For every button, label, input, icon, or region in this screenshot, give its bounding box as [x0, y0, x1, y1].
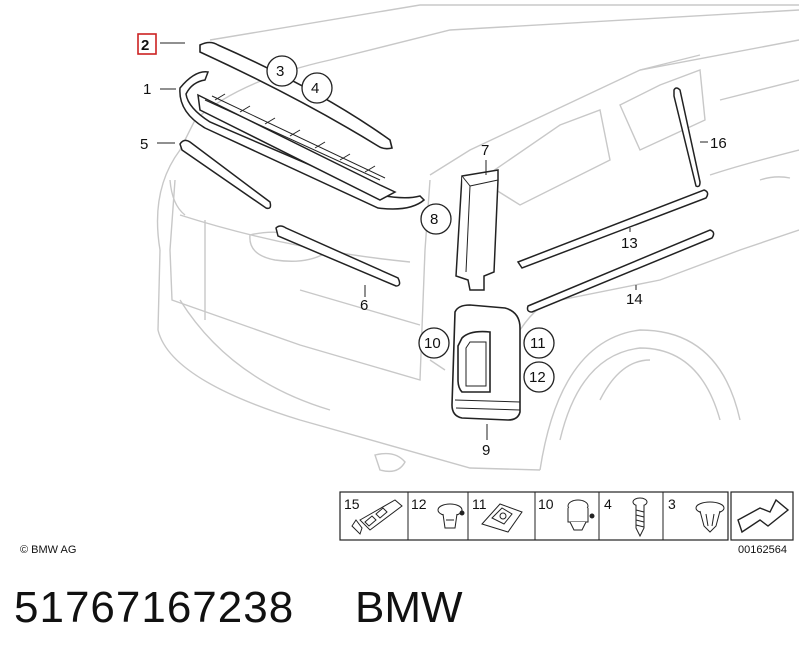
- part-5-trim-strip: [179, 139, 272, 210]
- expanding-nut-icon: [437, 503, 465, 529]
- reference-arrow-icon: [737, 498, 790, 534]
- parts-diagram: 2 1 5 6 7 9 13 14 16 3 4 8 10 11 12 15 1…: [20, 4, 799, 556]
- expanding-clip-icon: [567, 499, 595, 531]
- part-16-side-trim: [673, 87, 701, 188]
- legend-11: 11: [472, 496, 487, 512]
- callout-1: 1: [143, 81, 151, 98]
- part-9-tail-light: [451, 304, 521, 421]
- diagram-code: 00162564: [738, 544, 787, 556]
- copyright-label: © BMW AG: [20, 544, 76, 556]
- callout-5: 5: [140, 136, 148, 153]
- leader-lines: [157, 42, 708, 440]
- callout-2: 2: [141, 37, 149, 54]
- clip-nut-icon: [481, 503, 523, 533]
- callout-14: 14: [626, 291, 643, 308]
- fastener-legend: 15 12 11 10 4 3: [339, 491, 794, 541]
- callout-12: 12: [529, 369, 546, 386]
- circled-callouts: [266, 55, 555, 393]
- part-1-rear-spoiler: [179, 71, 426, 210]
- callout-8: 8: [430, 211, 438, 228]
- callout-7: 7: [481, 142, 489, 159]
- screw-icon: [632, 497, 648, 538]
- legend-4: 4: [604, 496, 612, 512]
- part-number: 51767167238: [14, 583, 295, 632]
- callout-9: 9: [482, 442, 490, 459]
- part-7-pillar-panel: [455, 169, 499, 291]
- callout-13: 13: [621, 235, 638, 252]
- callout-10: 10: [424, 335, 441, 352]
- car-body-outline: [156, 4, 799, 473]
- part-13-side-trim: [516, 189, 709, 269]
- callout-4: 4: [311, 80, 319, 97]
- part-2-seal-strip: [199, 41, 393, 150]
- push-clip-icon: [695, 501, 725, 533]
- legend-12: 12: [411, 496, 427, 512]
- part-14-side-trim: [526, 229, 715, 313]
- callout-3: 3: [276, 63, 284, 80]
- clip-bracket-icon: [351, 499, 403, 535]
- legend-10: 10: [538, 496, 554, 512]
- legend-15: 15: [344, 496, 360, 512]
- callout-11: 11: [530, 335, 546, 352]
- callout-16: 16: [710, 135, 727, 152]
- legend-3: 3: [668, 496, 676, 512]
- callout-2-highlight-box: [137, 33, 157, 55]
- part-6-tailgate-trim: [275, 225, 401, 287]
- brand-name: BMW: [355, 583, 463, 632]
- callout-6: 6: [360, 297, 368, 314]
